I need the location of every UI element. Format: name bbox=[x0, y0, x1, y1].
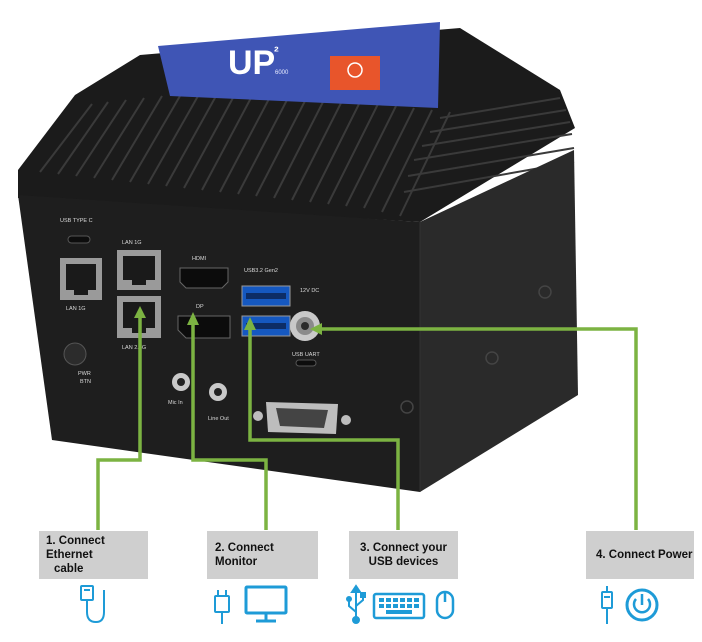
brand-logo-text: UP bbox=[228, 44, 275, 82]
step-connect-power: 4. Connect Power bbox=[586, 531, 694, 579]
label-line-out: Line Out bbox=[208, 416, 229, 422]
connector-monitor bbox=[191, 325, 268, 530]
serial-port bbox=[253, 402, 351, 434]
ethernet-cable-icon bbox=[80, 585, 105, 624]
power-plug-icon bbox=[601, 586, 613, 624]
hdmi-plug-icon bbox=[214, 590, 230, 624]
label-btn: BTN bbox=[80, 379, 91, 385]
connector-usb bbox=[248, 330, 400, 530]
label-dp: DP bbox=[196, 304, 204, 310]
mouse-icon bbox=[435, 590, 455, 620]
label-pwr: PWR bbox=[78, 371, 91, 377]
hdmi-port bbox=[179, 267, 229, 289]
label-mic-in: Mic In bbox=[168, 400, 183, 406]
mini-pc-device: UP ² 6000 USB TYPE C LAN 1G LAN 1G LAN 2… bbox=[18, 22, 578, 492]
lan-port-left bbox=[60, 258, 102, 300]
brand-label-plate bbox=[158, 22, 440, 108]
connector-arrowheads bbox=[134, 306, 322, 335]
connector-lines bbox=[96, 318, 638, 530]
badge-circle-icon bbox=[347, 62, 363, 78]
step-connect-usb: 3. Connect your USB devices bbox=[349, 531, 458, 579]
connector-power bbox=[322, 327, 638, 530]
label-lan-top: LAN 1G bbox=[122, 240, 142, 246]
orange-badge bbox=[330, 56, 380, 90]
usb-icon bbox=[346, 584, 366, 624]
step-4-line1: 4. Connect Power bbox=[596, 549, 693, 561]
usb-c-port bbox=[67, 235, 91, 244]
side-panel bbox=[420, 150, 578, 492]
lan-port-top bbox=[117, 250, 161, 290]
step-3-line1: 3. Connect your bbox=[360, 542, 447, 554]
step-1-line1: 1. Connect Ethernet bbox=[46, 535, 105, 561]
brand-logo-superscript: ² bbox=[274, 43, 279, 59]
brand-logo-suffix: 6000 bbox=[275, 70, 289, 76]
label-lan-left: LAN 1G bbox=[66, 306, 86, 312]
step-1-line2: cable bbox=[54, 563, 84, 575]
connector-ethernet bbox=[96, 318, 142, 530]
label-usb-uart: USB UART bbox=[292, 352, 320, 358]
power-button-icon bbox=[625, 588, 659, 622]
usb-uart-port bbox=[295, 359, 317, 367]
step-2-line1: 2. Connect Monitor bbox=[215, 542, 274, 568]
keyboard-icon bbox=[372, 592, 426, 620]
label-hdmi: HDMI bbox=[192, 256, 207, 262]
step-3-line2: USB devices bbox=[368, 556, 439, 568]
label-dc: 12V DC bbox=[300, 288, 319, 294]
displayport-port bbox=[177, 315, 231, 339]
monitor-icon bbox=[244, 585, 288, 623]
label-lan-bottom: LAN 2.5G bbox=[122, 345, 146, 351]
step-connect-ethernet: 1. Connect Ethernet cable bbox=[39, 531, 148, 579]
label-usb3: USB3.2 Gen2 bbox=[244, 268, 278, 274]
heatsink-fins bbox=[39, 95, 575, 217]
step-connect-monitor: 2. Connect Monitor bbox=[207, 531, 318, 579]
power-button bbox=[63, 342, 87, 366]
label-usb-type-c: USB TYPE C bbox=[60, 218, 93, 224]
